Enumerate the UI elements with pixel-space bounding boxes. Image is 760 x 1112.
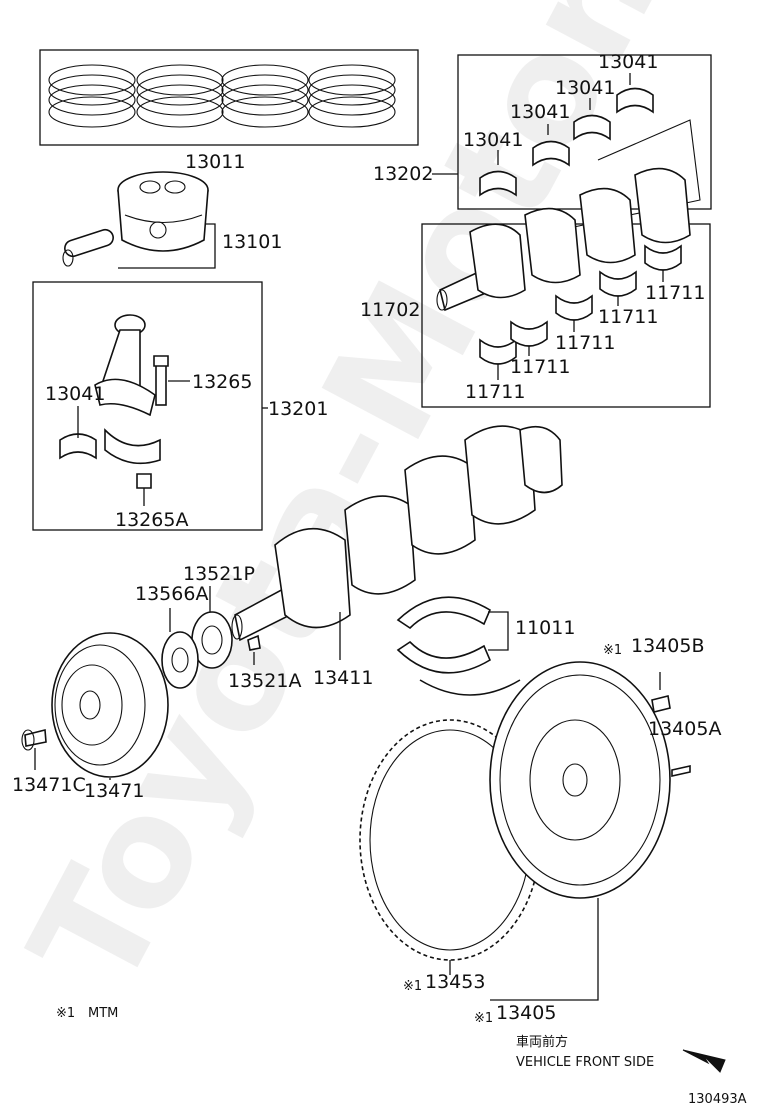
thrust-washer-icon <box>396 596 521 696</box>
piston-rings-group[interactable]: 13011 <box>39 49 419 173</box>
timing-gear-group[interactable]: 13521P 13566A 13521A <box>135 563 301 692</box>
crank-pulley-group[interactable]: 13471C 13471 <box>12 632 169 802</box>
flywheel-group[interactable]: ※1 13453 ※1 13405 ※1 13405B 13405A <box>359 635 721 1026</box>
label-11011[interactable]: 11011 <box>515 617 575 639</box>
bearing-shell-lower-icon <box>479 244 682 365</box>
crank-pulley-icon <box>21 632 169 778</box>
label-11711-1[interactable]: 11711 <box>465 381 525 403</box>
label-13041-rod[interactable]: 13041 <box>45 383 105 405</box>
piston-ring-set-icon <box>48 64 396 128</box>
connecting-rod-group[interactable]: 13265 13041 13265A 13201 <box>32 281 328 531</box>
mark-13453: ※1 <box>403 979 422 994</box>
label-13011[interactable]: 13011 <box>185 151 245 173</box>
crankshaft-upper-icon <box>436 167 691 312</box>
label-13566A[interactable]: 13566A <box>135 583 208 605</box>
label-13041-upper-4[interactable]: 13041 <box>598 51 658 73</box>
label-13453[interactable]: 13453 <box>425 971 485 993</box>
crank-bearing-lower-group[interactable]: 11711 11711 11711 11711 11711 11702 <box>360 167 711 408</box>
label-13201[interactable]: 13201 <box>268 398 328 420</box>
label-13041-upper-2[interactable]: 13041 <box>510 101 570 123</box>
flywheel-icon <box>489 661 691 899</box>
label-13405B[interactable]: 13405B <box>631 635 704 657</box>
mark-13405: ※1 <box>474 1011 493 1026</box>
label-13202[interactable]: 13202 <box>373 163 433 185</box>
label-13265[interactable]: 13265 <box>192 371 252 393</box>
label-13041-upper-1[interactable]: 13041 <box>463 129 523 151</box>
label-13405A[interactable]: 13405A <box>648 718 721 740</box>
piston-group[interactable]: 13101 <box>62 171 283 269</box>
legend-mark: ※1 <box>56 1006 75 1021</box>
label-13521P[interactable]: 13521P <box>183 563 255 585</box>
label-13471C[interactable]: 13471C <box>12 774 86 796</box>
direction-jp: 車両前方 <box>516 1034 568 1050</box>
label-13405[interactable]: 13405 <box>496 1002 556 1024</box>
label-13041-upper-3[interactable]: 13041 <box>555 77 615 99</box>
piston-icon <box>62 171 209 267</box>
label-11711-2[interactable]: 11711 <box>510 356 570 378</box>
label-13101[interactable]: 13101 <box>222 231 282 253</box>
label-11711-3[interactable]: 11711 <box>555 332 615 354</box>
mark-13405B: ※1 <box>603 643 622 658</box>
label-13521A[interactable]: 13521A <box>228 670 301 692</box>
label-13265A[interactable]: 13265A <box>115 509 188 531</box>
direction-en: VEHICLE FRONT SIDE <box>516 1055 654 1070</box>
diagram-id: 130493A <box>688 1092 747 1107</box>
label-11711-4[interactable]: 11711 <box>598 306 658 328</box>
label-11711-5[interactable]: 11711 <box>645 282 705 304</box>
timing-gear-icon <box>161 611 261 689</box>
crankshaft-icon <box>231 425 563 642</box>
connecting-rod-icon <box>59 314 169 489</box>
thrust-washer-group[interactable]: 11011 <box>396 596 575 696</box>
label-13471[interactable]: 13471 <box>84 780 144 802</box>
bearing-shell-icon <box>479 87 701 231</box>
crankshaft-group[interactable]: 13411 <box>231 425 563 689</box>
legend-text: MTM <box>88 1006 118 1021</box>
label-11702[interactable]: 11702 <box>360 299 420 321</box>
direction-arrow-icon <box>682 1049 726 1073</box>
label-13411[interactable]: 13411 <box>313 667 373 689</box>
